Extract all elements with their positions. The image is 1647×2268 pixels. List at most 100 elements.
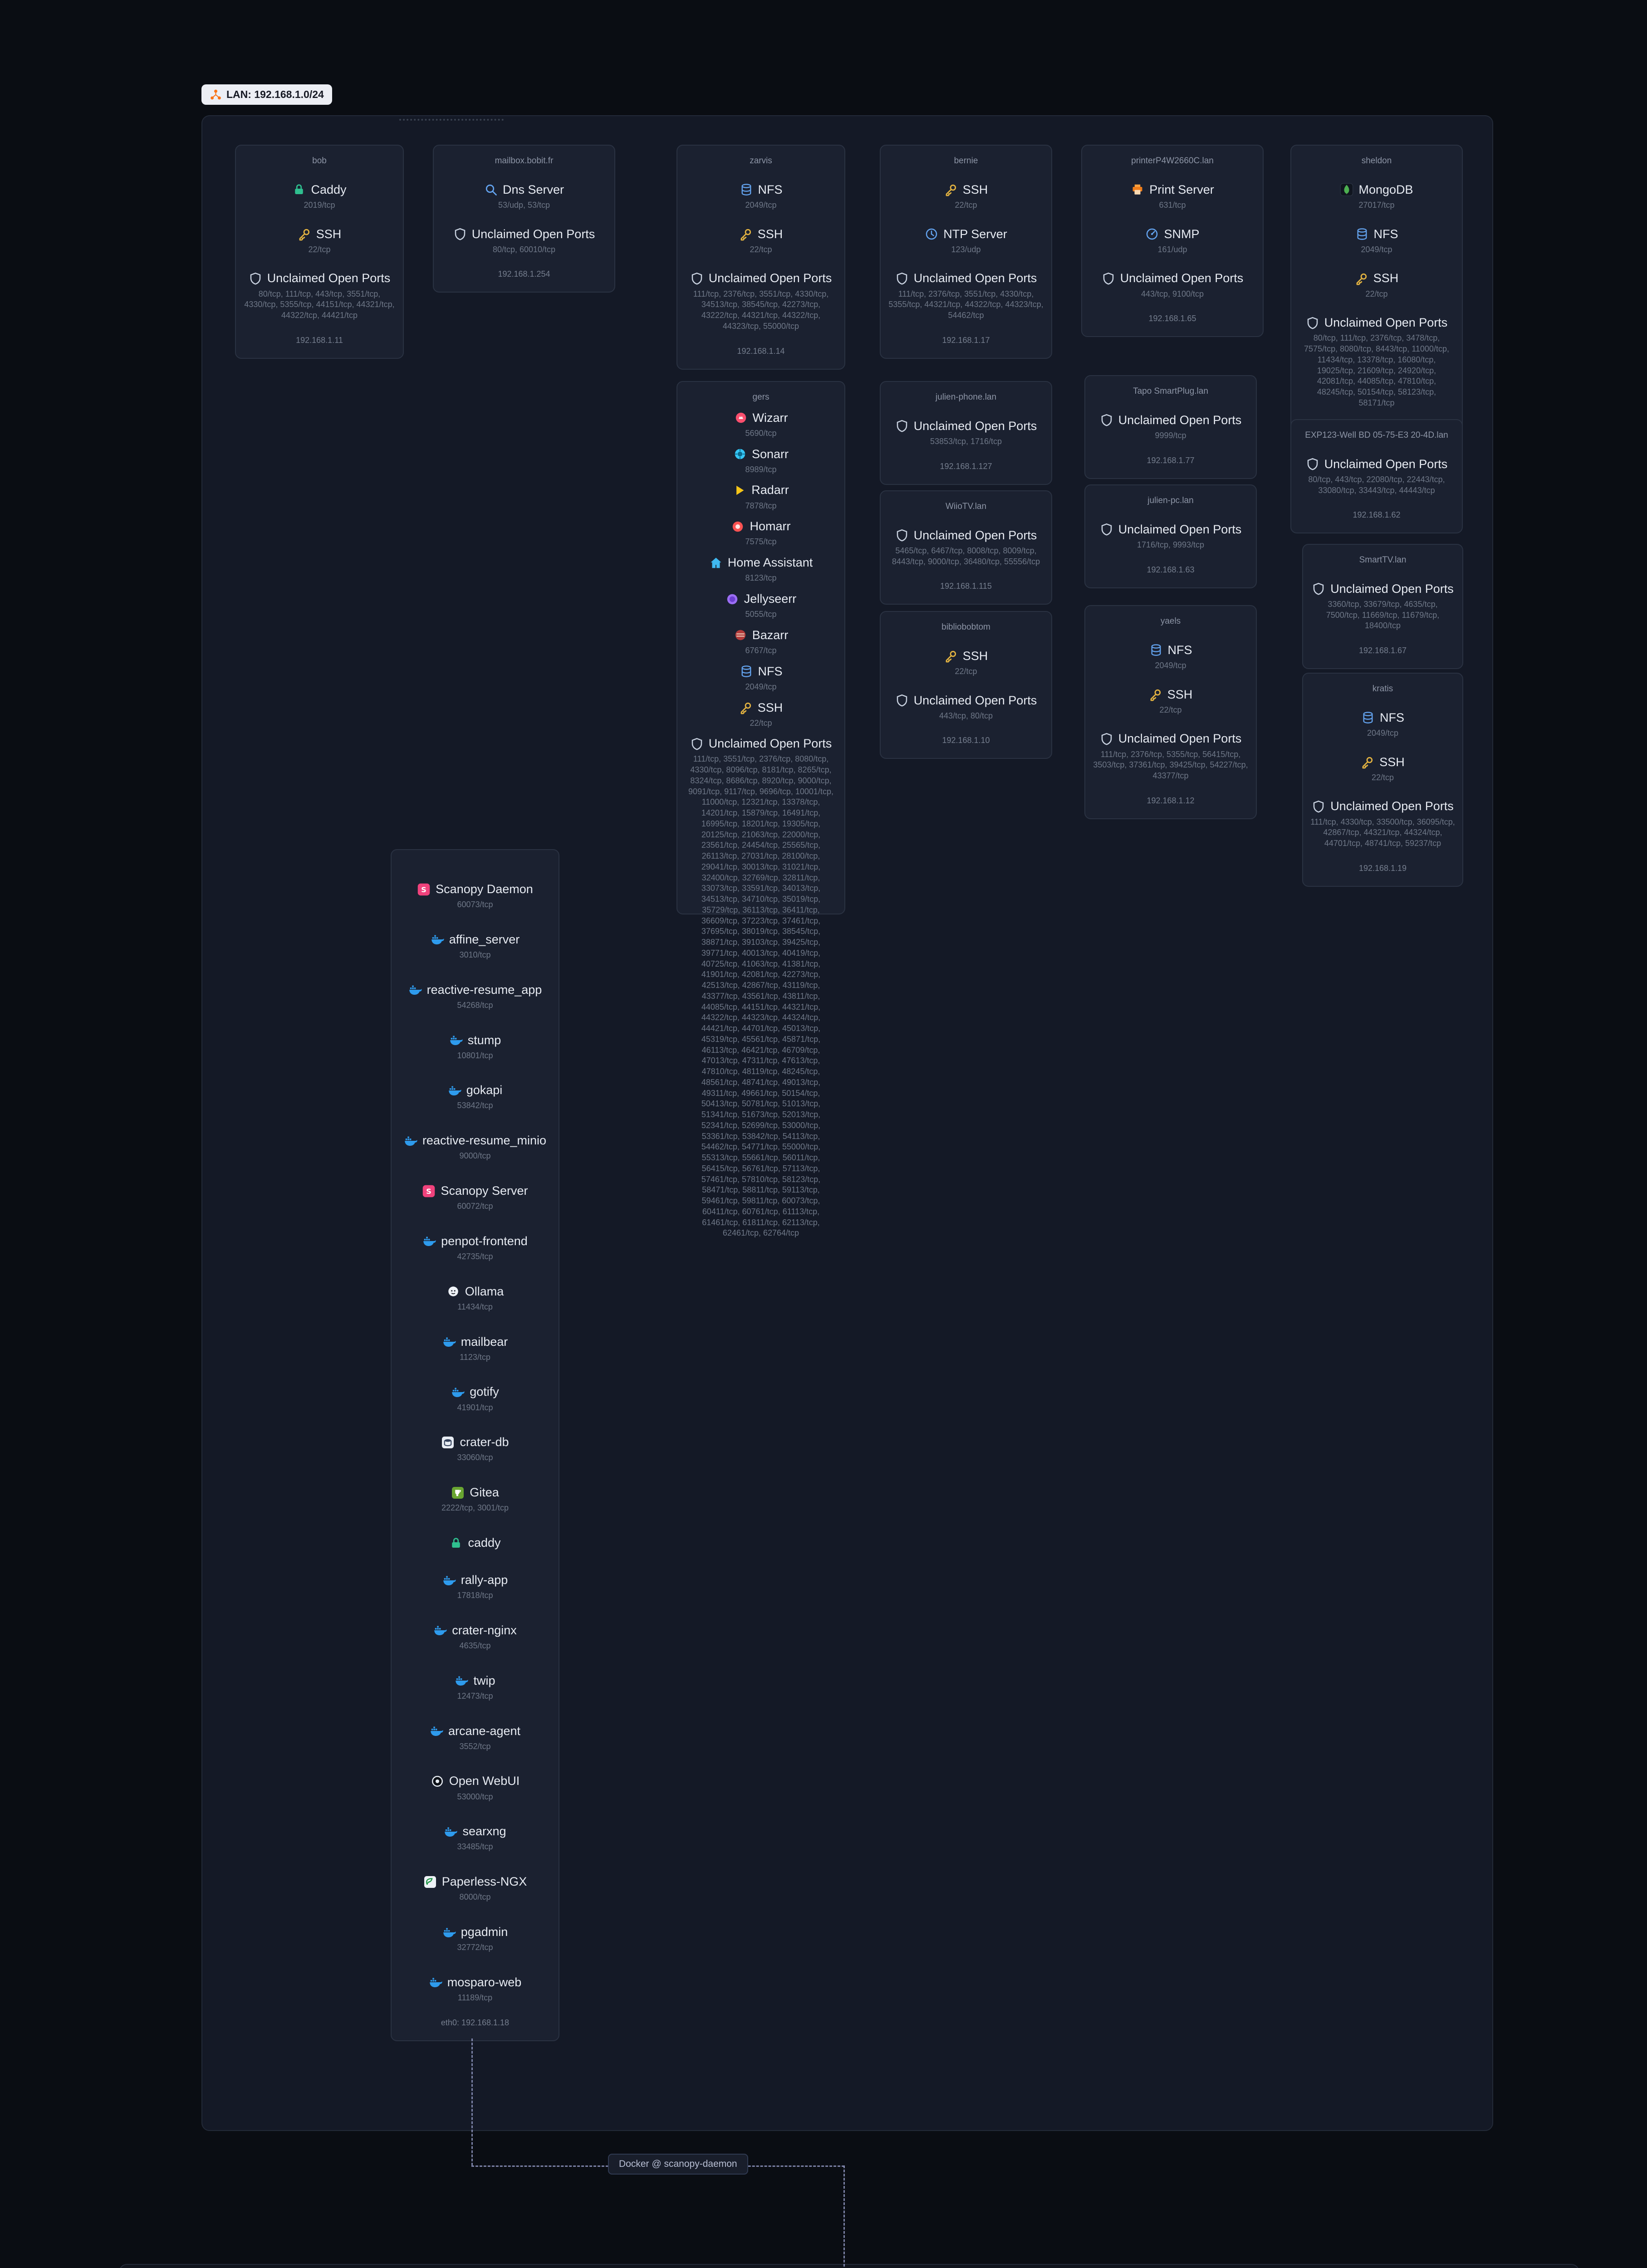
service-row[interactable]: Ollama (399, 1284, 551, 1300)
service-ports: 22/tcp (955, 666, 977, 676)
shield-icon (1102, 272, 1115, 285)
service-row[interactable]: SSH (685, 226, 837, 242)
service-row[interactable]: Unclaimed Open Ports (1299, 315, 1455, 331)
service-row[interactable]: arcane-agent (399, 1723, 551, 1739)
service-row[interactable]: Gitea (399, 1485, 551, 1501)
service-row[interactable]: NFS (1299, 226, 1455, 242)
service-row[interactable]: crater-nginx (399, 1623, 551, 1638)
service-row[interactable]: mailbear (399, 1334, 551, 1350)
service-row[interactable]: Dns Server (441, 182, 607, 198)
service-row[interactable]: SSH (888, 648, 1044, 664)
docker-icon (455, 1674, 469, 1687)
service-row[interactable]: stump (399, 1032, 551, 1048)
service-row[interactable]: Unclaimed Open Ports (888, 693, 1044, 709)
lan-badge[interactable]: LAN: 192.168.1.0/24 (201, 84, 332, 105)
service-row[interactable]: NFS (685, 664, 837, 679)
service-row[interactable]: SSH (888, 182, 1044, 198)
service-row[interactable]: SSH (1310, 754, 1455, 770)
service-row[interactable]: reactive-resume_app (399, 982, 551, 998)
service-row[interactable]: NFS (1093, 642, 1249, 658)
service-row[interactable]: Unclaimed Open Ports (1310, 581, 1455, 597)
service-row[interactable]: twip (399, 1673, 551, 1689)
service-row[interactable]: Open WebUI (399, 1773, 551, 1789)
host-ip: 192.168.1.62 (1353, 510, 1401, 520)
service-row[interactable]: Homarr (685, 518, 837, 534)
service-name: Unclaimed Open Ports (1330, 799, 1454, 813)
service-row[interactable]: Bazarr (685, 627, 837, 643)
service-row[interactable]: Unclaimed Open Ports (1310, 798, 1455, 814)
service-row[interactable]: gotify (399, 1384, 551, 1400)
service-row[interactable]: reactive-resume_minio (399, 1133, 551, 1149)
service-row[interactable]: NFS (1310, 710, 1455, 726)
service-row[interactable]: SSH (1093, 687, 1249, 703)
service-row[interactable]: Unclaimed Open Ports (888, 418, 1044, 434)
dots-decoration (399, 119, 504, 121)
lan-badge-label: LAN: 192.168.1.0/24 (226, 88, 324, 100)
service-row[interactable]: caddy (399, 1535, 551, 1551)
service-row[interactable]: Sonarr (685, 446, 837, 462)
service-ports: 17818/tcp (457, 1591, 493, 1600)
service-row[interactable]: pgadmin (399, 1924, 551, 1940)
homeassistant-icon (709, 556, 723, 570)
scanopy-icon: S (422, 1184, 436, 1198)
service-row[interactable]: Paperless-NGX (399, 1874, 551, 1890)
service-row[interactable]: MongoDB (1299, 182, 1455, 198)
service-row[interactable]: searxng (399, 1823, 551, 1839)
service-row[interactable]: Unclaimed Open Ports (685, 736, 837, 752)
service-row[interactable]: NFS (685, 182, 837, 198)
service-row[interactable]: SSH (243, 226, 396, 242)
service-row[interactable]: rally-app (399, 1572, 551, 1588)
service-row[interactable]: SSH (685, 700, 837, 716)
service-row[interactable]: Unclaimed Open Ports (1299, 456, 1455, 472)
host-ip: 192.168.1.11 (296, 335, 343, 345)
service-row[interactable]: Unclaimed Open Ports (243, 270, 396, 286)
service-row[interactable]: penpot-frontend (399, 1233, 551, 1249)
service-row[interactable]: Unclaimed Open Ports (685, 270, 837, 286)
ssh-icon (739, 227, 753, 241)
service-row[interactable]: mosparo-web (399, 1975, 551, 1990)
service-row[interactable]: Wizarr (685, 410, 837, 426)
service-ports: 22/tcp (955, 200, 977, 210)
service-row[interactable]: Caddy (243, 182, 396, 198)
service-row[interactable]: SSH (1299, 270, 1455, 286)
service-row[interactable]: Radarr (685, 482, 837, 498)
service-row[interactable]: Unclaimed Open Ports (1093, 522, 1249, 538)
service-name: Sonarr (751, 447, 789, 461)
service-row[interactable]: SNMP (1089, 226, 1255, 242)
service-row[interactable]: Unclaimed Open Ports (888, 270, 1044, 286)
service-row[interactable]: Unclaimed Open Ports (888, 528, 1044, 543)
service-row[interactable]: Print Server (1089, 182, 1255, 198)
service-row[interactable]: NTP Server (888, 226, 1044, 242)
service-row[interactable]: Unclaimed Open Ports (1089, 270, 1255, 286)
host-ip: 192.168.1.12 (1147, 796, 1195, 805)
service-row[interactable]: Unclaimed Open Ports (441, 226, 607, 242)
shield-icon (1100, 413, 1113, 427)
service-row[interactable]: gokapi (399, 1082, 551, 1098)
service-row[interactable]: affine_server (399, 932, 551, 948)
service-row[interactable]: Unclaimed Open Ports (1093, 731, 1249, 747)
service-row[interactable]: Unclaimed Open Ports (1093, 412, 1249, 428)
service-row[interactable]: Jellyseerr (685, 591, 837, 607)
service-row[interactable]: Home Assistant (685, 555, 837, 571)
bazarr-icon (734, 628, 747, 642)
service-row[interactable]: crater-db (399, 1434, 551, 1450)
